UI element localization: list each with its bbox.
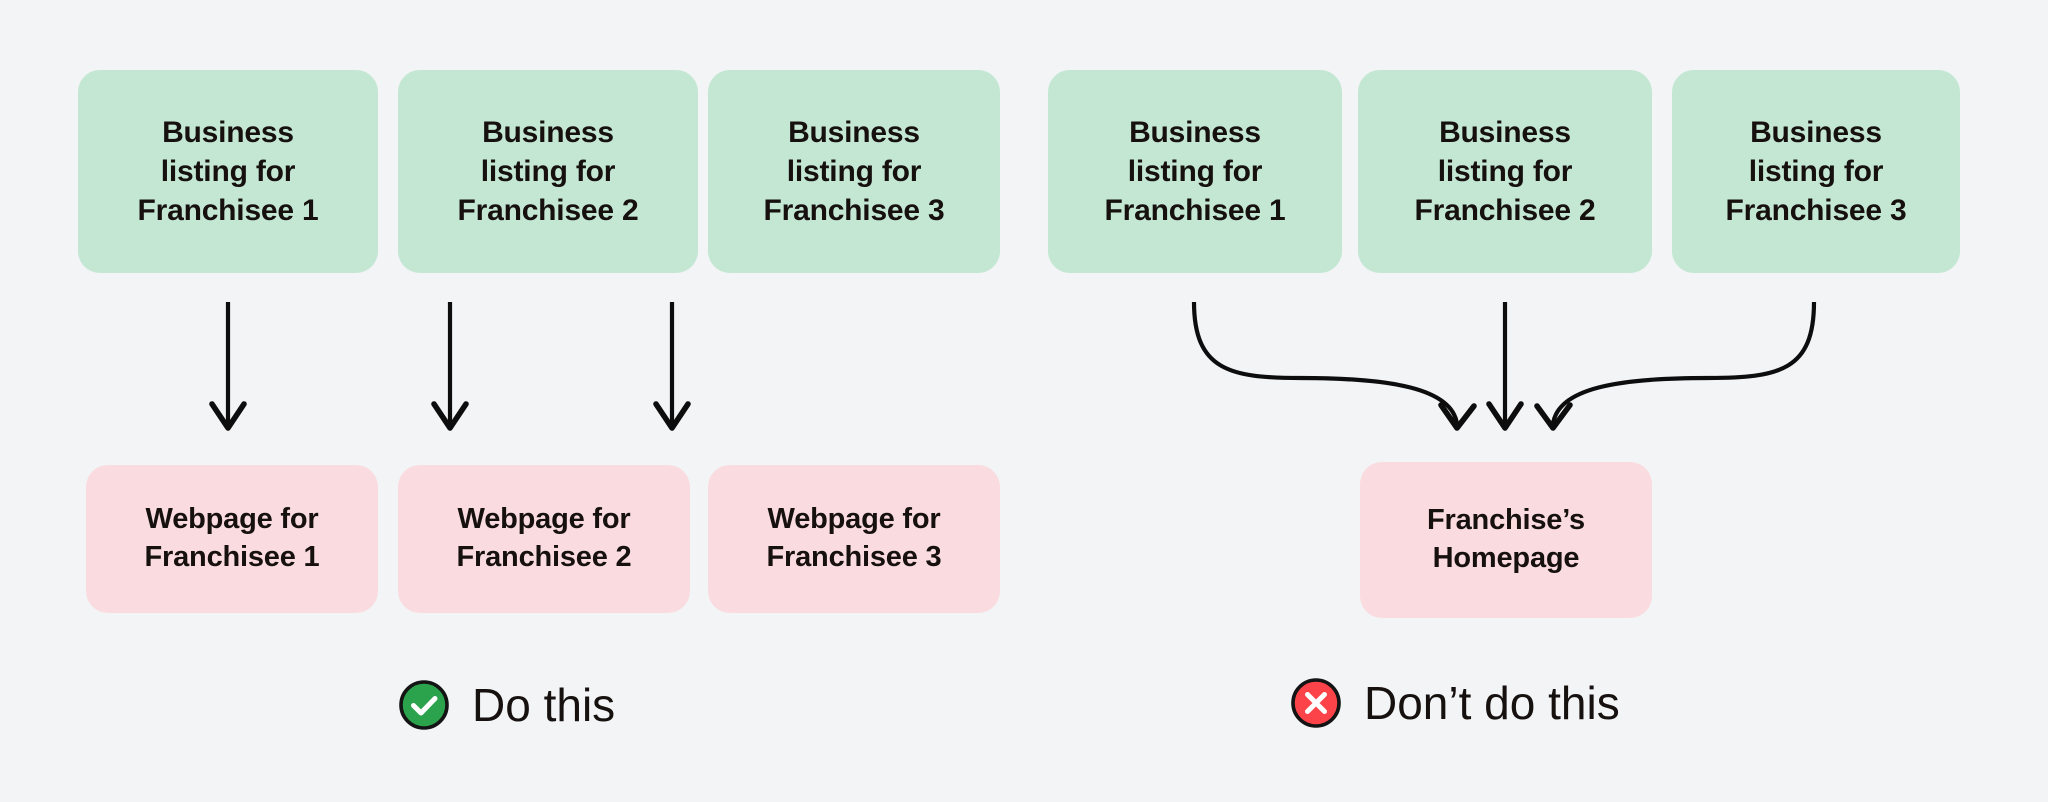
arrow-straight-3 [653, 302, 691, 431]
x-circle-icon [1291, 678, 1341, 728]
webpage-box-3: Webpage for Franchisee 3 [708, 465, 1000, 613]
webpage-box-2: Webpage for Franchisee 2 [398, 465, 690, 613]
business-listing-label-2: Business listing for Franchisee 2 [457, 116, 639, 227]
business-listing-box-4: Business listing for Franchisee 1 [1048, 70, 1342, 273]
business-listing-label-4: Business listing for Franchisee 1 [1104, 116, 1286, 227]
franchise-homepage-label: Franchise’s Homepage [1427, 504, 1585, 574]
webpage-label-1: Webpage for Franchisee 1 [144, 503, 320, 573]
webpage-box-1: Webpage for Franchisee 1 [86, 465, 378, 613]
business-listing-box-2: Business listing for Franchisee 2 [398, 70, 698, 273]
business-listing-label-5: Business listing for Franchisee 2 [1414, 116, 1596, 227]
webpage-label-3: Webpage for Franchisee 3 [766, 503, 942, 573]
business-listing-box-1: Business listing for Franchisee 1 [78, 70, 378, 273]
business-listing-box-6: Business listing for Franchisee 3 [1672, 70, 1960, 273]
caption-do-this-label: Do this [472, 679, 616, 731]
business-listing-box-5: Business listing for Franchisee 2 [1358, 70, 1652, 273]
arrow-curved-right [1534, 301, 1817, 431]
business-listing-label-6: Business listing for Franchisee 3 [1725, 116, 1907, 227]
business-listing-box-3: Business listing for Franchisee 3 [708, 70, 1000, 273]
check-circle-icon [399, 680, 449, 730]
business-listing-label-3: Business listing for Franchisee 3 [763, 116, 945, 227]
arrow-straight-1 [209, 302, 247, 431]
arrow-straight-2 [431, 302, 469, 431]
business-listing-label-1: Business listing for Franchisee 1 [137, 116, 319, 227]
webpage-label-2: Webpage for Franchisee 2 [456, 503, 632, 573]
franchise-homepage-box: Franchise’s Homepage [1360, 462, 1652, 618]
arrow-straight-middle [1486, 302, 1524, 431]
caption-dont-do-this: Don’t do this [1290, 676, 1620, 730]
caption-dont-do-this-label: Don’t do this [1364, 677, 1620, 729]
caption-do-this: Do this [398, 678, 615, 732]
arrow-curved-left [1191, 301, 1477, 431]
